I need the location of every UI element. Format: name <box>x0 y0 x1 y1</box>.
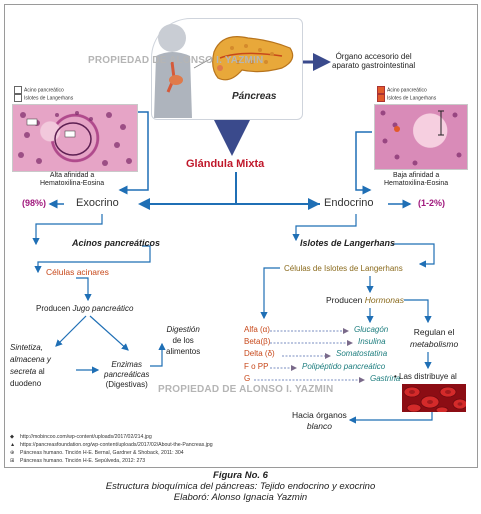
enzimas-line1: Enzimas <box>111 360 143 369</box>
caption-author: Elaboró: Alonso Ignacia Yazmin <box>173 492 308 503</box>
ref-marker-3: ⊕ <box>10 450 15 456</box>
references: ◆ http://mobincoo.com/wp-content/uploads/… <box>10 434 213 466</box>
hormonas-value: Hormonas <box>364 295 404 305</box>
cell-alfa: Alfa (α) <box>244 325 270 334</box>
accessory-note-line2: aparato gastrointestinal <box>332 61 416 71</box>
ref-text-4: Páncreas humano. Tinción H-E. Sepúlveda,… <box>20 458 146 464</box>
legend-box-islote <box>14 94 22 102</box>
hormone-somatostatina: Somatostatina <box>336 349 388 358</box>
acinos-title: Acinos pancreáticos <box>72 238 161 248</box>
right-legend-acinos: Acino pancreático <box>387 87 427 94</box>
figure-caption: Figura No. 6 Estructura bioquímica del p… <box>0 470 481 503</box>
islotes-title: Islotes de Langerhans <box>300 238 396 248</box>
legend-box-islote-r <box>377 94 385 102</box>
legend-box-acino <box>14 86 22 94</box>
left-legend-acinos: Acino pancreático <box>24 87 64 94</box>
jugo-value: Jugo pancreático <box>72 304 134 313</box>
cell-g: G <box>244 374 251 383</box>
jugo-prefix: Producen <box>36 304 73 313</box>
exocrine-percent: (98%) <box>22 198 47 208</box>
left-legend-islotes: Islotes de Langerhans <box>24 95 74 102</box>
caption-description: Estructura bioquímica del páncreas: Teji… <box>105 481 376 492</box>
hormone-polipeptido: Polipéptido pancreático <box>302 362 386 371</box>
sintetiza-line1: Sintetiza, <box>10 343 43 352</box>
enzimas-block: Enzimas pancreáticas (Digestivas) <box>104 360 149 390</box>
right-hist-caption-line2: Hematoxilina-Eosina <box>384 180 449 188</box>
target-line2: blanco <box>306 421 332 431</box>
enzimas-line3: (Digestivas) <box>105 380 148 389</box>
left-hist-caption-line2: Hematoxilina-Eosina <box>40 180 105 188</box>
hormone-gastrina: Gastrina <box>370 374 401 383</box>
right-hist-legend: Acino pancreático Islotes de Langerhans <box>377 86 436 102</box>
ref-marker-2: ▲ <box>10 442 16 448</box>
ref-text-2: https://pancreasfoundation.org/wp-conten… <box>20 442 213 448</box>
regulan-block: Regulan el metabolismo <box>410 326 458 350</box>
regulan-line2: metabolismo <box>410 339 459 349</box>
digestion-line3: alimentos <box>166 347 201 356</box>
sintetiza-line3a: secreta <box>10 367 37 376</box>
ref-marker-4: ⊞ <box>10 458 15 464</box>
cell-beta: Beta(β) <box>244 337 271 346</box>
regulan-line1: Regulan el <box>413 327 455 337</box>
head-shape <box>158 24 186 52</box>
digestion-block: Digestión de los alimentos <box>166 324 200 357</box>
legend-box-acino-r <box>377 86 385 94</box>
exocrine-label: Exocrino <box>76 197 119 209</box>
sintetiza-line3b: al <box>36 367 45 376</box>
left-hist-caption-line1: Alta afinidad a <box>49 172 95 179</box>
producen-hormonas: Producen Hormonas <box>326 295 404 306</box>
ref-text-3: Páncreas humano. Tinción H-E. Bernal, Ga… <box>20 450 184 456</box>
islet-cells: Células de Islotes de Langerhans <box>284 264 403 273</box>
sintetiza-block: Sintetiza, almacena y secreta al duodeno <box>10 342 51 390</box>
hormone-glucagon: Glucagón <box>354 325 389 334</box>
right-hist-caption: Baja afinidad a Hematoxilina-Eosina <box>384 172 448 188</box>
distribuye: • Las distribuye al <box>394 372 457 381</box>
pancreas-illustration <box>154 24 294 118</box>
left-hist-legend: Acino pancreático Islotes de Langerhans <box>14 86 73 102</box>
sintetiza-line4: duodeno <box>10 379 42 388</box>
blood-cells-image <box>402 384 466 412</box>
endocrine-percent: (1-2%) <box>418 198 446 208</box>
digestion-line1: Digestión <box>166 325 200 334</box>
blood-cells-drawing <box>403 386 466 412</box>
left-hist-caption: Alta afinidad a Hematoxilina-Eosina <box>40 172 104 188</box>
cell-delta: Delta (δ) <box>244 349 275 358</box>
torso-shape <box>154 52 192 118</box>
accessory-note: Órgano accesorio del aparato gastrointes… <box>332 52 415 70</box>
right-histology-image <box>374 104 468 170</box>
right-histology-texture <box>380 110 462 166</box>
glandula-mixta-title: Glándula Mixta <box>186 158 265 170</box>
left-histology-texture <box>18 111 132 166</box>
pancreas-label: Páncreas <box>232 91 277 102</box>
target-line1: Hacia órganos <box>292 410 347 420</box>
split-line <box>150 172 320 205</box>
hormonas-prefix: Producen <box>326 295 365 305</box>
caption-figure: Figura No. 6 <box>213 470 268 481</box>
watermark-bottom: PROPIEDAD DE ALONSO I. YAZMIN <box>158 384 334 395</box>
accessory-note-line1: Órgano accesorio del <box>335 52 412 61</box>
ref-marker-1: ◆ <box>10 434 14 440</box>
endocrine-label: Endocrino <box>324 197 374 209</box>
organos-blanco: Hacia órganos blanco <box>292 410 347 432</box>
hormone-insulina: Insulina <box>358 337 386 346</box>
right-legend-islotes: Islotes de Langerhans <box>387 95 437 102</box>
right-hist-caption-line1: Baja afinidad a <box>392 172 440 179</box>
acinar-cells: Células acinares <box>46 267 109 277</box>
watermark-top: PROPIEDAD DE ALONSO I. YAZMIN <box>88 55 264 66</box>
jugo-pancreatico: Producen Jugo pancreático <box>36 304 133 313</box>
ref-text-1: http://mobincoo.com/wp-content/uploads/2… <box>20 434 152 440</box>
left-histology-image <box>12 104 138 172</box>
sintetiza-line2: almacena y <box>10 355 51 364</box>
enzimas-line2: pancreáticas <box>104 370 150 379</box>
digestion-line2: de los <box>172 336 194 345</box>
cell-fpp: F o PP <box>244 362 269 371</box>
